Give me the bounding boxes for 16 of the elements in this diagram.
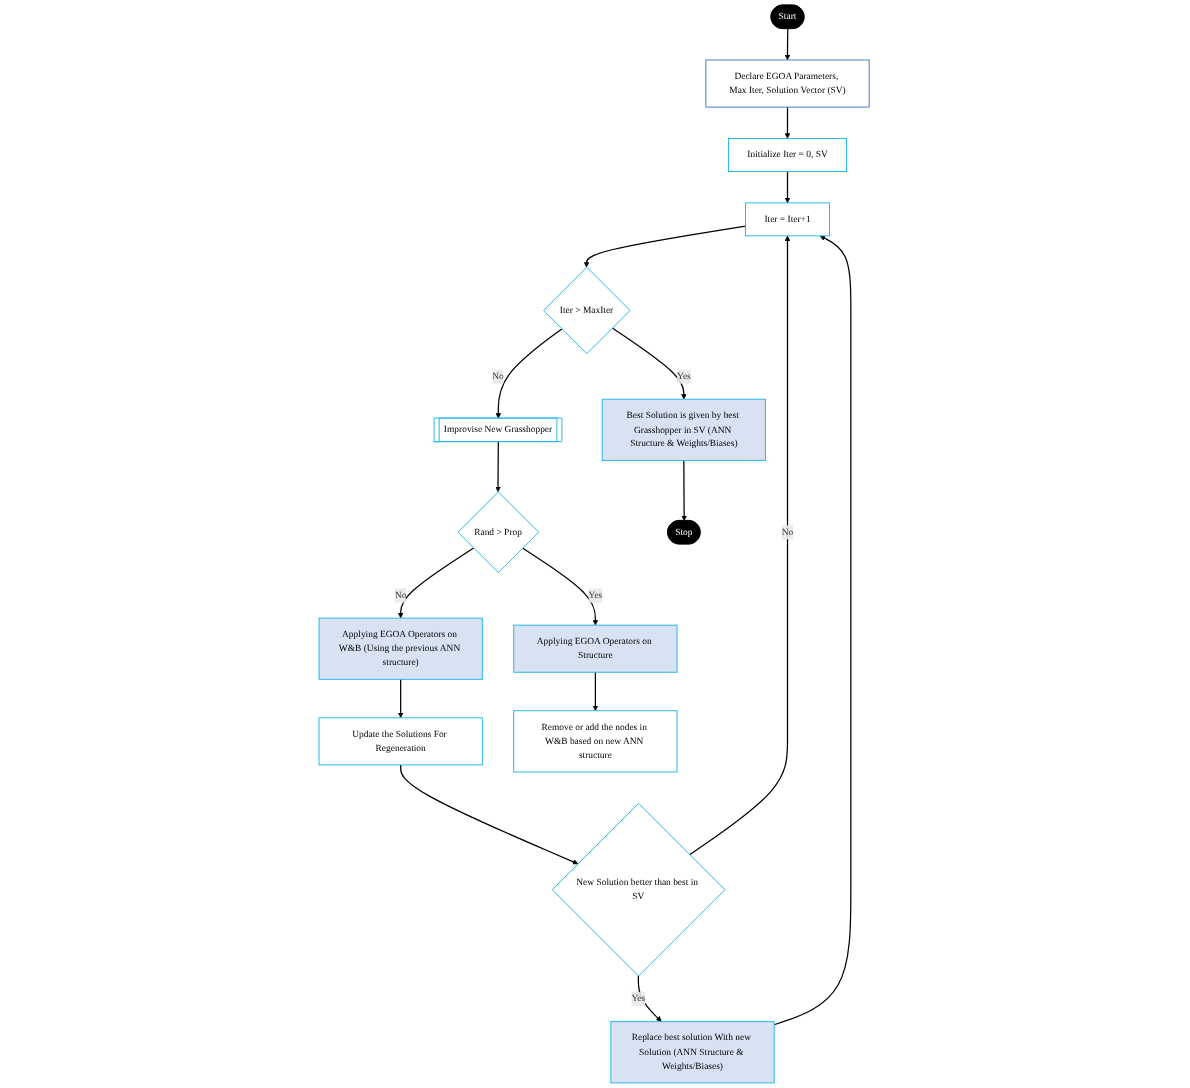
arrow xyxy=(398,678,405,719)
arrow xyxy=(522,547,600,626)
arrow xyxy=(682,459,688,522)
arrow xyxy=(584,225,748,268)
arrow xyxy=(496,441,502,493)
arrow xyxy=(398,547,476,619)
arrow xyxy=(638,975,663,1022)
arrow xyxy=(593,671,600,711)
arrow xyxy=(785,28,792,61)
arrow xyxy=(496,328,564,419)
arrow xyxy=(689,235,792,856)
arrow xyxy=(785,170,792,204)
arrow xyxy=(612,327,688,400)
arrow xyxy=(774,235,853,1026)
arrow xyxy=(785,106,792,139)
arrow xyxy=(400,764,580,865)
